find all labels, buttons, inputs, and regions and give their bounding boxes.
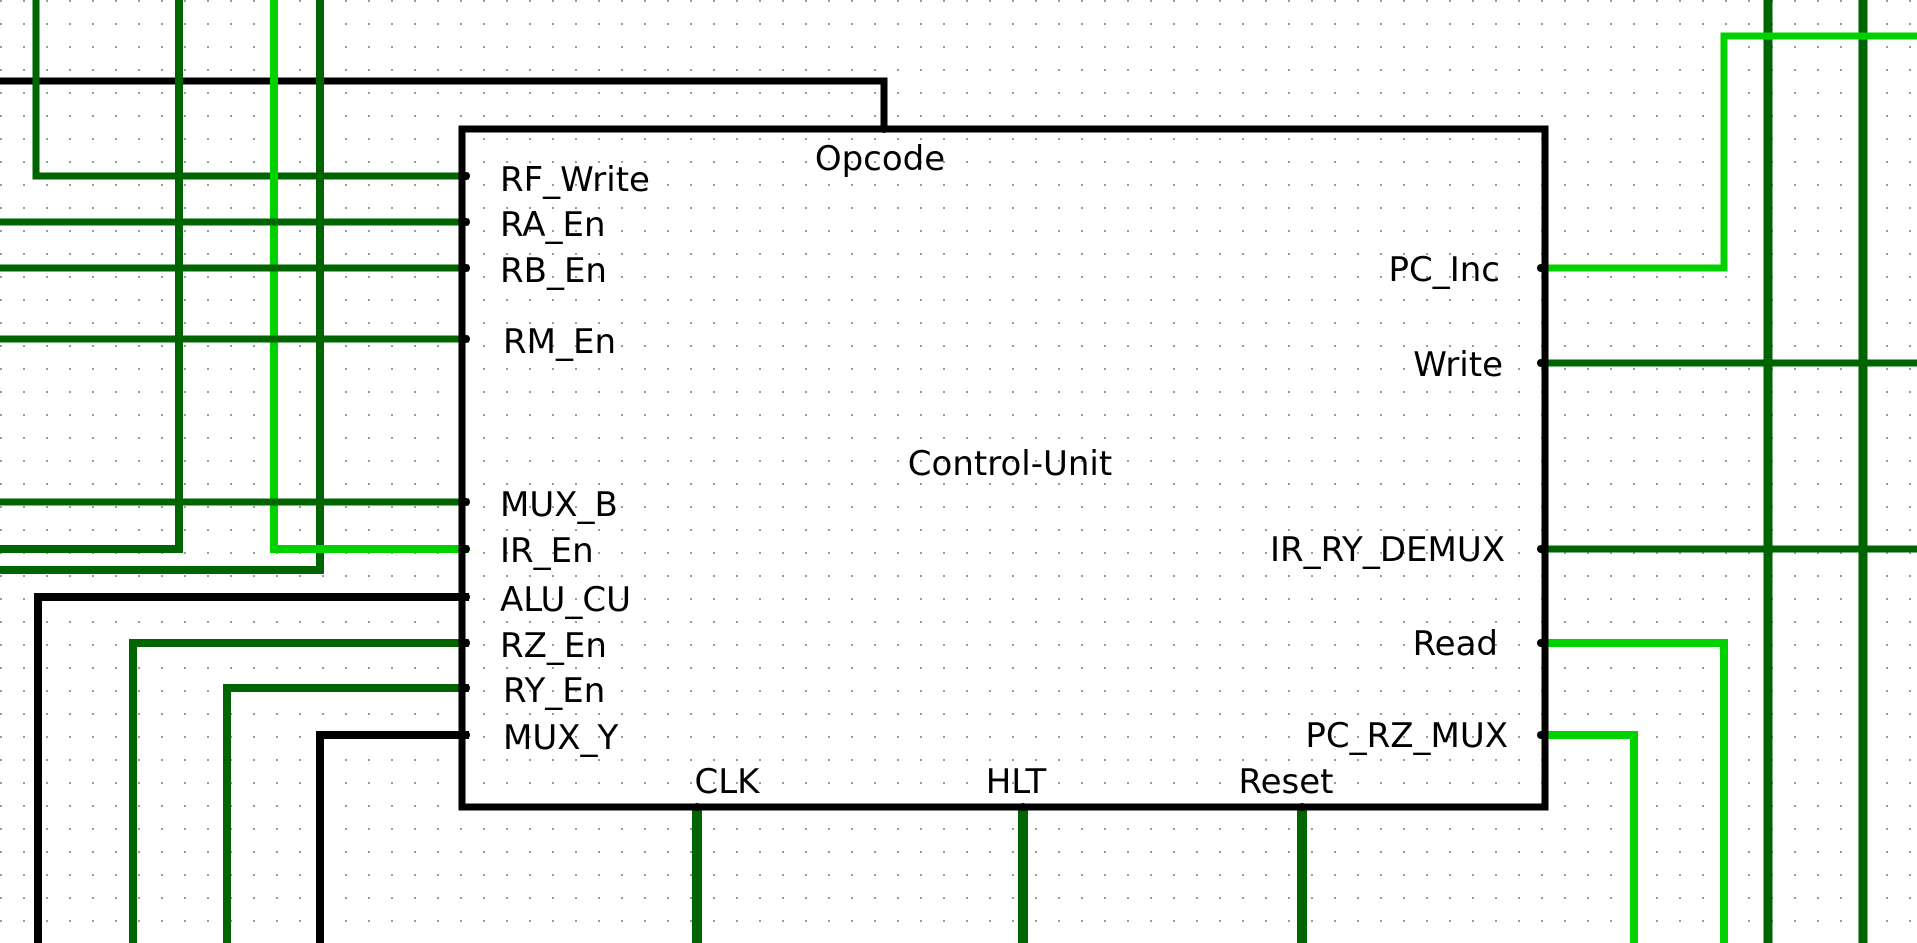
port-label-ra-en: RA_En xyxy=(500,205,606,245)
port-dot-rf-write[interactable] xyxy=(462,172,470,180)
wire-rz-en[interactable] xyxy=(129,639,469,943)
port-label-reset: Reset xyxy=(1239,762,1334,802)
port-label-write: Write xyxy=(1413,345,1503,385)
wires-right xyxy=(1540,0,1917,943)
opcode-label: Opcode xyxy=(815,139,945,179)
wire-pc-rz-mux[interactable] xyxy=(1540,731,1638,943)
port-dot-read[interactable] xyxy=(1537,639,1545,647)
wire-opcode[interactable] xyxy=(0,77,888,129)
port-dot-opcode[interactable] xyxy=(880,125,888,133)
port-dot-pc-rz-mux[interactable] xyxy=(1537,731,1545,739)
port-dot-alu-cu[interactable] xyxy=(462,593,470,601)
port-label-pc-inc: PC_Inc xyxy=(1388,250,1500,290)
wire-read[interactable] xyxy=(1540,639,1728,943)
wire-alu-cu[interactable] xyxy=(34,593,469,943)
port-label-alu-cu: ALU_CU xyxy=(500,580,631,620)
port-dot-rb-en[interactable] xyxy=(462,264,470,272)
wires-bottom xyxy=(692,807,1307,943)
port-label-clk: CLK xyxy=(695,762,762,802)
port-dot-reset[interactable] xyxy=(1298,803,1306,811)
port-dot-ry-en[interactable] xyxy=(462,684,470,692)
port-label-pc-rz-mux: PC_RZ_MUX xyxy=(1305,716,1508,756)
port-label-mux-y: MUX_Y xyxy=(503,718,619,758)
port-label-rz-en: RZ_En xyxy=(500,626,607,666)
port-label-rf-write: RF_Write xyxy=(500,160,650,200)
port-dot-ir-ry-demux[interactable] xyxy=(1537,545,1545,553)
port-dot-hlt[interactable] xyxy=(1019,803,1027,811)
wire-mux-y[interactable] xyxy=(316,731,469,943)
port-label-read: Read xyxy=(1413,624,1498,664)
port-dot-rz-en[interactable] xyxy=(462,639,470,647)
port-dot-clk[interactable] xyxy=(693,803,701,811)
wire-ir-en[interactable] xyxy=(270,0,469,553)
port-dots xyxy=(462,125,1545,811)
component-name: Control-Unit xyxy=(908,444,1112,484)
port-label-rm-en: RM_En xyxy=(503,322,616,362)
wire-pc-inc[interactable] xyxy=(1540,32,1917,272)
port-dot-write[interactable] xyxy=(1537,359,1545,367)
wire-vertical-dark-2[interactable] xyxy=(0,0,324,574)
port-dot-rm-en[interactable] xyxy=(462,335,470,343)
wires-left xyxy=(0,0,888,943)
port-label-ir-ry-demux: IR_RY_DEMUX xyxy=(1270,530,1505,570)
wire-vertical-dark-1[interactable] xyxy=(0,0,183,553)
wire-rf-write[interactable] xyxy=(32,0,469,180)
control-unit-component[interactable]: Opcode Control-Unit RF_Write RA_En RB_En… xyxy=(458,125,1549,811)
port-dot-pc-inc[interactable] xyxy=(1537,264,1545,272)
control-unit-body[interactable] xyxy=(458,125,1549,811)
port-dot-mux-y[interactable] xyxy=(462,731,470,739)
port-dot-mux-b[interactable] xyxy=(462,498,470,506)
port-label-ry-en: RY_En xyxy=(503,671,605,711)
port-label-rb-en: RB_En xyxy=(500,251,607,291)
port-label-mux-b: MUX_B xyxy=(500,485,618,525)
port-dot-ra-en[interactable] xyxy=(462,218,470,226)
port-label-ir-en: IR_En xyxy=(500,531,594,571)
wire-ry-en[interactable] xyxy=(223,684,469,943)
port-label-hlt: HLT xyxy=(986,762,1047,802)
port-dot-ir-en[interactable] xyxy=(462,545,470,553)
